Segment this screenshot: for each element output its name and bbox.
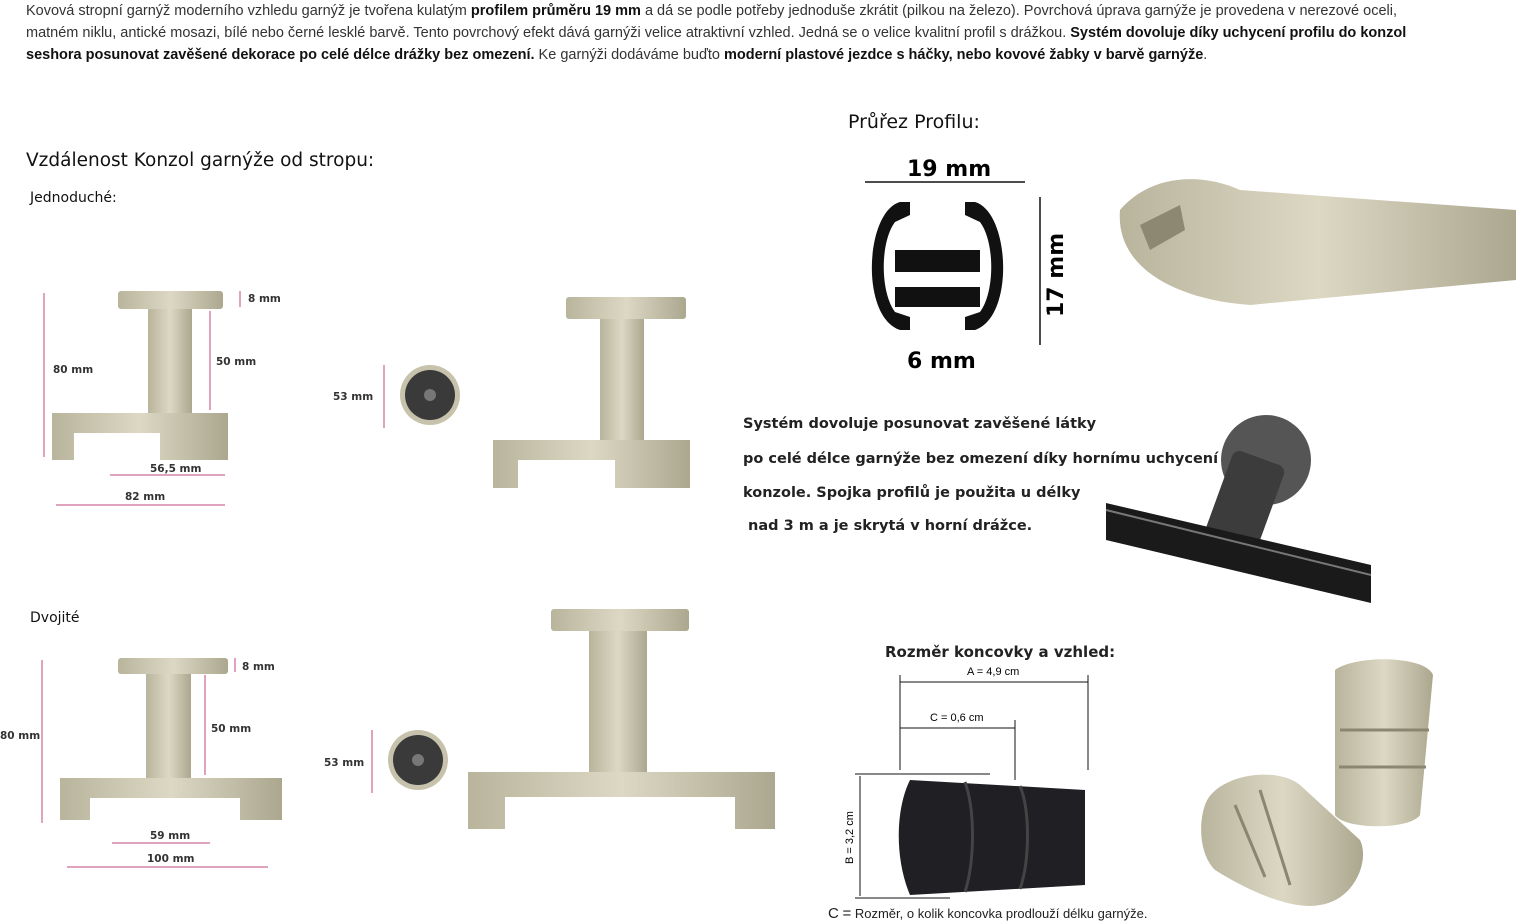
double-plate-diagram: 53 mm [324, 730, 448, 793]
single-dim-top: 8 mm [248, 293, 281, 305]
double-dim-inner: 59 mm [150, 830, 190, 842]
single-dim-height: 80 mm [53, 364, 93, 376]
intro-bold-3: moderní plastové jezdce s háčky, nebo ko… [724, 47, 1204, 63]
caption-eq: = [842, 905, 852, 922]
single-dim-width: 82 mm [125, 491, 165, 503]
system-para-line-4: nad 3 m a je skrytá v horní drážce. [743, 518, 1033, 534]
double-bracket-diagram: 8 mm 80 mm 50 mm 59 mm 100 mm [0, 658, 282, 868]
intro-text-2: a dá se podle potřeby jednoduše zkrátit … [26, 3, 1397, 41]
system-para-line-1: Systém dovoluje posunovat zavěšené látky [743, 416, 1097, 432]
profile-height: 17 mm [1044, 233, 1069, 317]
single-bracket-diagram: 8 mm 80 mm 50 mm 56,5 mm 82 mm [43, 291, 281, 506]
endcap-diagram: A = 4,9 cm C = 0,6 cm B = 3,2 cm [844, 666, 1089, 899]
intro-bold-1: profilem průměru 19 mm [470, 3, 641, 19]
profile-width: 19 mm [907, 157, 991, 182]
single-label: Jednoduché: [30, 190, 117, 206]
endcap-heading: Rozměr koncovky a vzhled: [885, 643, 1116, 661]
caption-c: C [828, 905, 839, 922]
single-plate-diagram: 53 mm [333, 365, 460, 428]
profile-heading: Průřez Profilu: [848, 111, 980, 133]
endcap-caption: C = Rozměr, o kolik koncovka prodlouží d… [828, 905, 1148, 922]
caption-text: Rozměr, o kolik koncovka prodlouží délku… [854, 906, 1148, 921]
distance-heading: Vzdálenost Konzol garnýže od stropu: [26, 150, 375, 171]
double-dim-plate: 53 mm [324, 757, 364, 769]
single-dim-plate: 53 mm [333, 391, 373, 403]
system-para-line-3: konzole. Spojka profilů je použita u dél… [743, 485, 1081, 501]
endcaps-photo [1201, 659, 1433, 906]
black-rail-photo [1105, 415, 1372, 603]
profile-slot: 6 mm [907, 349, 976, 374]
intro-text-1: Kovová stropní garnýž moderního vzhledu … [26, 3, 471, 19]
system-para-line-2: po celé délce garnýže bez omezení díky h… [743, 451, 1219, 467]
double-dim-width: 100 mm [147, 853, 195, 865]
double-dim-stem: 50 mm [211, 723, 251, 735]
intro-bold-2: Systém dovoluje díky uchycení profilu do… [26, 25, 1407, 63]
double-label: Dvojité [30, 610, 80, 626]
endcap-dim-c: C = 0,6 cm [930, 712, 984, 724]
profile-cross-section: 19 mm 6 mm 17 mm [865, 157, 1069, 374]
rail-photo [1119, 179, 1516, 305]
endcap-dim-b: B = 3,2 cm [844, 811, 856, 864]
single-dim-inner: 56,5 mm [150, 463, 202, 475]
endcap-dim-a: A = 4,9 cm [967, 666, 1019, 678]
double-dim-height: 80 mm [0, 730, 40, 742]
intro-text-3: Ke garnýži dodáváme buďto [534, 47, 725, 63]
double-bracket-photo [468, 609, 775, 829]
intro-paragraph: Kovová stropní garnýž moderního vzhledu … [26, 0, 1426, 66]
intro-text-4: . [1203, 47, 1208, 63]
single-dim-stem: 50 mm [216, 356, 256, 368]
single-bracket-photo [493, 297, 690, 488]
double-dim-top: 8 mm [242, 661, 275, 673]
